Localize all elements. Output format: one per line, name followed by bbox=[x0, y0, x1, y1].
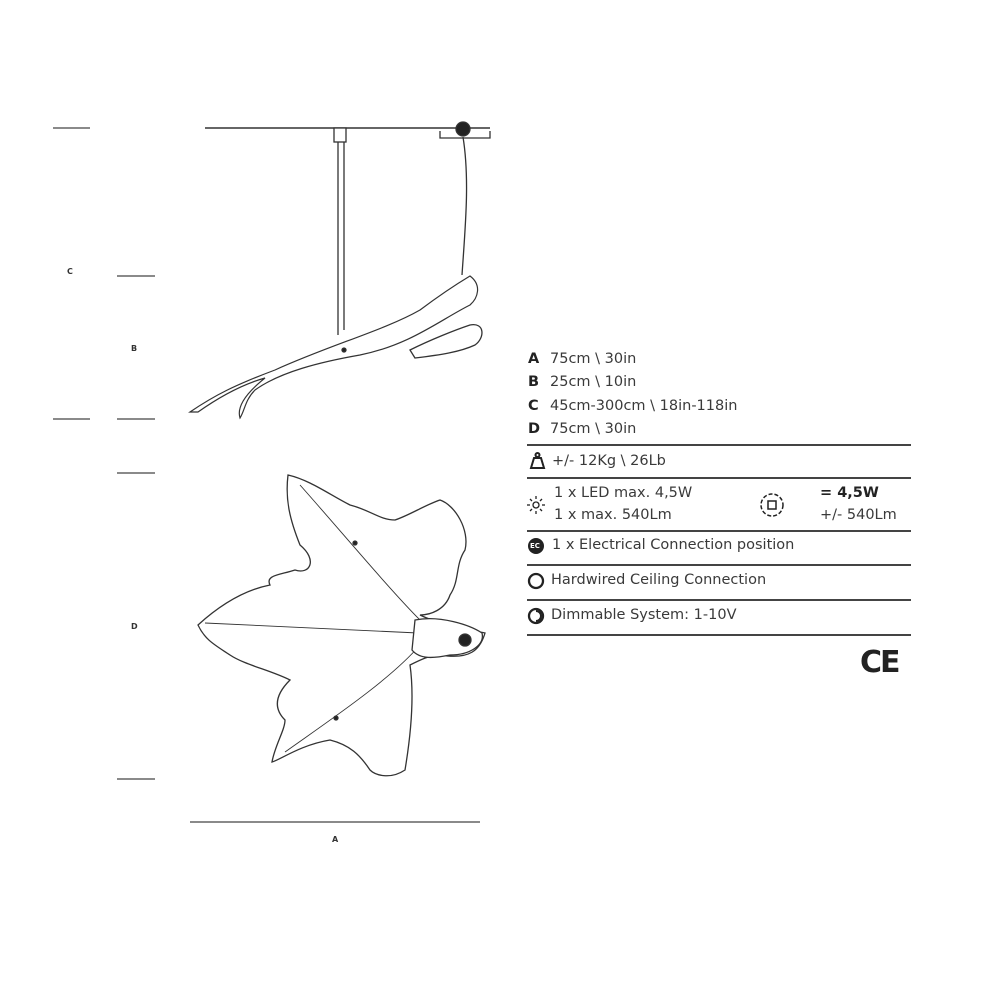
dimension-label-a: A bbox=[332, 835, 339, 844]
divider bbox=[527, 477, 911, 479]
top-view-drawing bbox=[197, 474, 486, 777]
dim-letter: D bbox=[528, 421, 541, 437]
weight-icon bbox=[529, 452, 546, 469]
ec-icon-text: EC bbox=[530, 542, 540, 550]
hardwired-label: Hardwired Ceiling Connection bbox=[551, 572, 767, 588]
dimension-row-d: D 75cm \ 30in bbox=[528, 421, 636, 438]
total-power: = 4,5W bbox=[820, 485, 879, 501]
sun-icon bbox=[527, 496, 545, 514]
dimension-row-a: A 75cm \ 30in bbox=[528, 351, 636, 368]
dimension-lines bbox=[53, 127, 480, 823]
dimmable-icon bbox=[527, 607, 545, 625]
divider bbox=[527, 599, 911, 601]
led-power: 1 x LED max. 4,5W bbox=[554, 485, 693, 501]
divider bbox=[527, 634, 911, 636]
led-module-icon bbox=[760, 493, 784, 517]
dim-letter: B bbox=[528, 374, 540, 390]
dim-letter: A bbox=[528, 351, 540, 367]
ce-mark: CE bbox=[860, 645, 900, 680]
dim-value: 45cm-300cm \ 18in-118in bbox=[550, 398, 738, 414]
dim-letter: C bbox=[528, 398, 539, 414]
divider bbox=[527, 564, 911, 566]
ec-icon bbox=[528, 538, 544, 554]
dimension-label-b: B bbox=[131, 344, 138, 353]
divider bbox=[527, 444, 911, 446]
side-view-drawing bbox=[188, 121, 491, 420]
dim-value: 75cm \ 30in bbox=[550, 421, 637, 437]
dimension-row-b: B 25cm \ 10in bbox=[528, 374, 636, 391]
led-lumen: 1 x max. 540Lm bbox=[554, 507, 672, 523]
dimension-label-c: C bbox=[67, 267, 73, 276]
dim-value: 25cm \ 10in bbox=[550, 374, 637, 390]
divider bbox=[527, 530, 911, 532]
dim-value: 75cm \ 30in bbox=[550, 351, 637, 367]
electrical-connection-label: 1 x Electrical Connection position bbox=[552, 537, 795, 553]
total-lumen: +/- 540Lm bbox=[820, 507, 897, 523]
weight-value: +/- 12Kg \ 26Lb bbox=[552, 453, 666, 469]
dimmable-label: Dimmable System: 1-10V bbox=[551, 607, 737, 623]
hardwired-icon bbox=[527, 572, 545, 590]
dimension-row-c: C 45cm-300cm \ 18in-118in bbox=[528, 398, 737, 415]
dimension-label-d: D bbox=[131, 622, 138, 631]
